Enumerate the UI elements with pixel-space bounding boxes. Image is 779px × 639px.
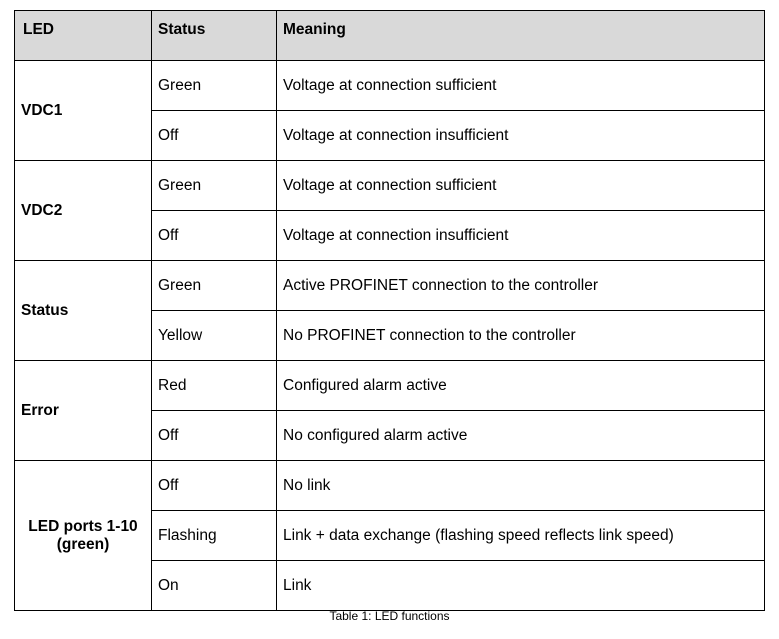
- status-cell: Off: [151, 410, 277, 461]
- led-name-vdc2: VDC2: [14, 160, 152, 261]
- table-row: VDC2 Green Voltage at connection suffici…: [14, 160, 765, 261]
- table-row: Yellow No PROFINET connection to the con…: [15, 310, 765, 361]
- meaning-cell: No PROFINET connection to the controller: [276, 310, 765, 361]
- led-name-ports: LED ports 1-10 (green): [14, 460, 152, 611]
- meaning-cell: Link + data exchange (flashing speed ref…: [276, 510, 765, 561]
- led-ports-line2: (green): [56, 535, 110, 553]
- table-body: VDC1 Green Voltage at connection suffici…: [14, 60, 765, 611]
- meaning-cell: Link: [276, 560, 765, 611]
- meaning-cell: Voltage at connection insufficient: [276, 210, 765, 261]
- led-name-error: Error: [14, 360, 152, 461]
- table-row: Error Red Configured alarm active: [14, 360, 765, 461]
- header-led: LED: [14, 10, 152, 61]
- table-row: Off Voltage at connection insufficient: [15, 210, 765, 261]
- meaning-cell: Configured alarm active: [276, 360, 765, 411]
- status-cell: Green: [151, 60, 277, 111]
- led-name-status: Status: [14, 260, 152, 361]
- status-cell: Off: [151, 110, 277, 161]
- table-row: On Link: [15, 560, 765, 611]
- table-row: LED ports 1-10 (green) Off No link: [14, 460, 765, 611]
- meaning-cell: Active PROFINET connection to the contro…: [276, 260, 765, 311]
- table-row: VDC1 Green Voltage at connection suffici…: [14, 60, 765, 161]
- table-row: Flashing Link + data exchange (flashing …: [15, 510, 765, 561]
- status-cell: Off: [151, 460, 277, 511]
- status-cell: Off: [151, 210, 277, 261]
- meaning-cell: Voltage at connection insufficient: [276, 110, 765, 161]
- header-row: LED Status Meaning: [14, 10, 765, 61]
- led-functions-table: LED Status Meaning VDC1 Green Voltage at…: [14, 10, 765, 611]
- status-cell: Yellow: [151, 310, 277, 361]
- meaning-cell: Voltage at connection sufficient: [276, 60, 765, 111]
- status-cell: Red: [151, 360, 277, 411]
- status-cell: Green: [151, 160, 277, 211]
- status-cell: On: [151, 560, 277, 611]
- table-row: Off Voltage at connection insufficient: [15, 110, 765, 161]
- table-row: Status Green Active PROFINET connection …: [14, 260, 765, 361]
- meaning-cell: No link: [276, 460, 765, 511]
- status-cell: Green: [151, 260, 277, 311]
- table-caption: Table 1: LED functions: [329, 609, 450, 623]
- table-header: LED Status Meaning: [14, 10, 765, 61]
- led-name-vdc1: VDC1: [14, 60, 152, 161]
- meaning-cell: No configured alarm active: [276, 410, 765, 461]
- led-ports-line1: LED ports 1-10: [28, 517, 138, 535]
- header-status: Status: [151, 10, 277, 61]
- meaning-cell: Voltage at connection sufficient: [276, 160, 765, 211]
- status-cell: Flashing: [151, 510, 277, 561]
- table-row: Off No configured alarm active: [15, 410, 765, 461]
- header-meaning: Meaning: [276, 10, 765, 61]
